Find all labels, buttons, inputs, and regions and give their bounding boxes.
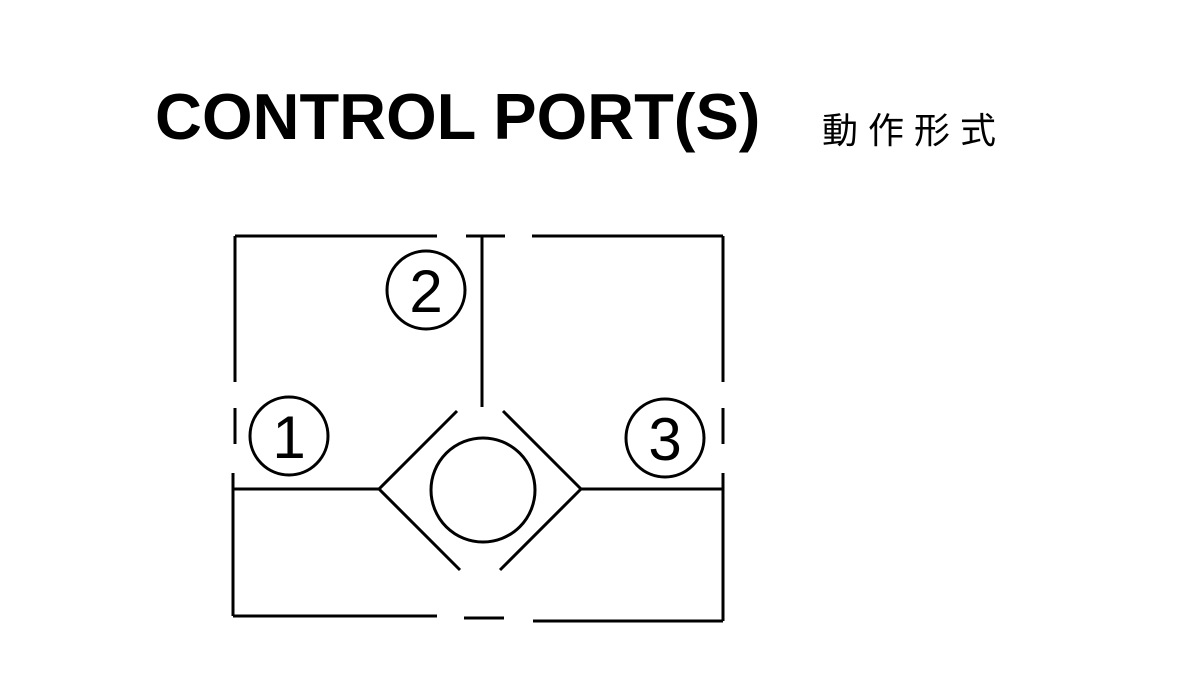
seat-upper-right xyxy=(501,409,583,491)
seat-lower-right xyxy=(498,487,583,572)
seat-upper-left xyxy=(377,409,459,491)
port-3-circle xyxy=(624,397,706,479)
port-1-label: 1 xyxy=(272,404,305,471)
port-3-label: 3 xyxy=(648,406,681,473)
port-1-circle xyxy=(248,395,330,477)
port-2-circle xyxy=(385,249,467,331)
seat-lower-left xyxy=(377,487,462,572)
page-subtitle: 動作形式 xyxy=(822,111,1007,152)
port-2-label: 2 xyxy=(409,258,442,325)
page-title: CONTROL PORT(S) xyxy=(155,80,761,153)
check-ball xyxy=(429,436,537,544)
